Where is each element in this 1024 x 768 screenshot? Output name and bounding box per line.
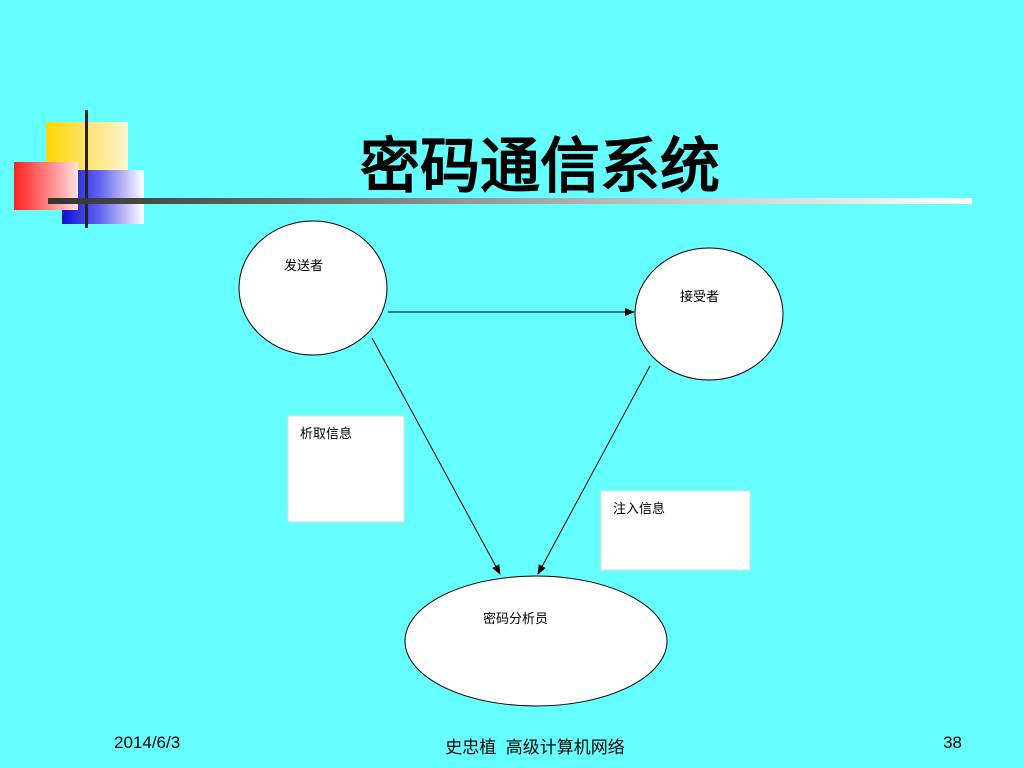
box-inject-label: 注入信息 — [613, 501, 665, 517]
footer-date: 2014/6/3 — [114, 733, 181, 752]
box-intercept: 析取信息 — [287, 415, 405, 523]
node-receiver: 接受者 — [634, 247, 784, 381]
slide-title: 密码通信系统 — [360, 132, 720, 202]
edge-receiver-to-cryptanalyst — [537, 365, 651, 575]
node-sender: 发送者 — [238, 220, 388, 356]
edge-sender-to-cryptanalyst — [371, 337, 501, 575]
title-underline — [48, 198, 972, 204]
node-cryptanalyst-label: 密码分析员 — [483, 611, 548, 627]
box-intercept-label: 析取信息 — [300, 426, 352, 442]
node-sender-label: 发送者 — [284, 258, 323, 274]
node-cryptanalyst: 密码分析员 — [404, 575, 668, 707]
footer-page-number: 38 — [943, 733, 962, 752]
footer-course: 史忠植 高级计算机网络 — [445, 738, 625, 757]
box-inject: 注入信息 — [600, 490, 751, 571]
deco-vertical-line — [85, 110, 88, 228]
node-receiver-label: 接受者 — [680, 289, 719, 305]
